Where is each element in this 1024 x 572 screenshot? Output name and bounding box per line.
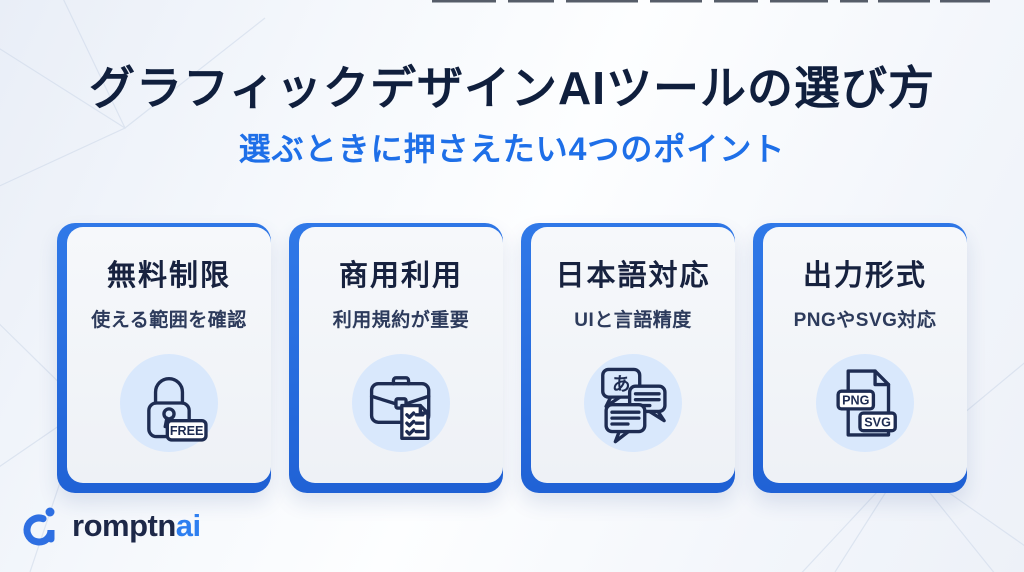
brand-logo-icon xyxy=(23,507,55,546)
cropped-text-artifact xyxy=(432,0,990,3)
svg-badge-label: SVG xyxy=(864,416,891,430)
card-commercial-use: 商用利用 利用規約が重要 xyxy=(289,223,503,493)
icon-circle: FREE xyxy=(120,354,218,452)
brand-name-dark: romptn xyxy=(72,508,176,543)
card-description: 使える範囲を確認 xyxy=(91,310,247,331)
chat-bubbles-icon: あ xyxy=(601,367,667,444)
icon-circle: あ xyxy=(584,354,682,452)
card-description: UIと言語精度 xyxy=(574,310,692,331)
briefcase-checklist-icon xyxy=(369,376,431,440)
card-description: 利用規約が重要 xyxy=(332,310,470,331)
brand-name-accent: ai xyxy=(175,508,201,543)
card-title: 出力形式 xyxy=(802,260,927,292)
card-free-limit: 無料制限 使える範囲を確認 FREE xyxy=(57,223,271,493)
brand-logo: romptnai xyxy=(20,504,201,548)
card-title: 無料制限 xyxy=(106,260,231,292)
page-subtitle: 選ぶときに押さえたい4つのポイント xyxy=(238,131,786,167)
card-description: PNGやSVG対応 xyxy=(793,310,937,331)
file-format-icon: PNG SVG xyxy=(836,369,897,437)
points-card-row: 無料制限 使える範囲を確認 FREE 商用利用 利用規約が xyxy=(57,223,967,493)
card-japanese-support: 日本語対応 UIと言語精度 あ xyxy=(521,223,735,493)
free-badge-label: FREE xyxy=(170,424,204,438)
card-title: 日本語対応 xyxy=(555,260,711,292)
icon-circle xyxy=(352,354,450,452)
brand-logo-text: romptnai xyxy=(72,508,201,544)
bubble-character: あ xyxy=(612,373,630,394)
card-title: 商用利用 xyxy=(338,260,463,292)
icon-circle: PNG SVG xyxy=(816,354,914,452)
png-badge-label: PNG xyxy=(842,394,869,408)
card-output-format: 出力形式 PNGやSVG対応 PNG SVG xyxy=(753,223,967,493)
lock-free-icon: FREE xyxy=(147,376,208,442)
page-title: グラフィックデザインAIツールの選び方 xyxy=(88,62,936,114)
